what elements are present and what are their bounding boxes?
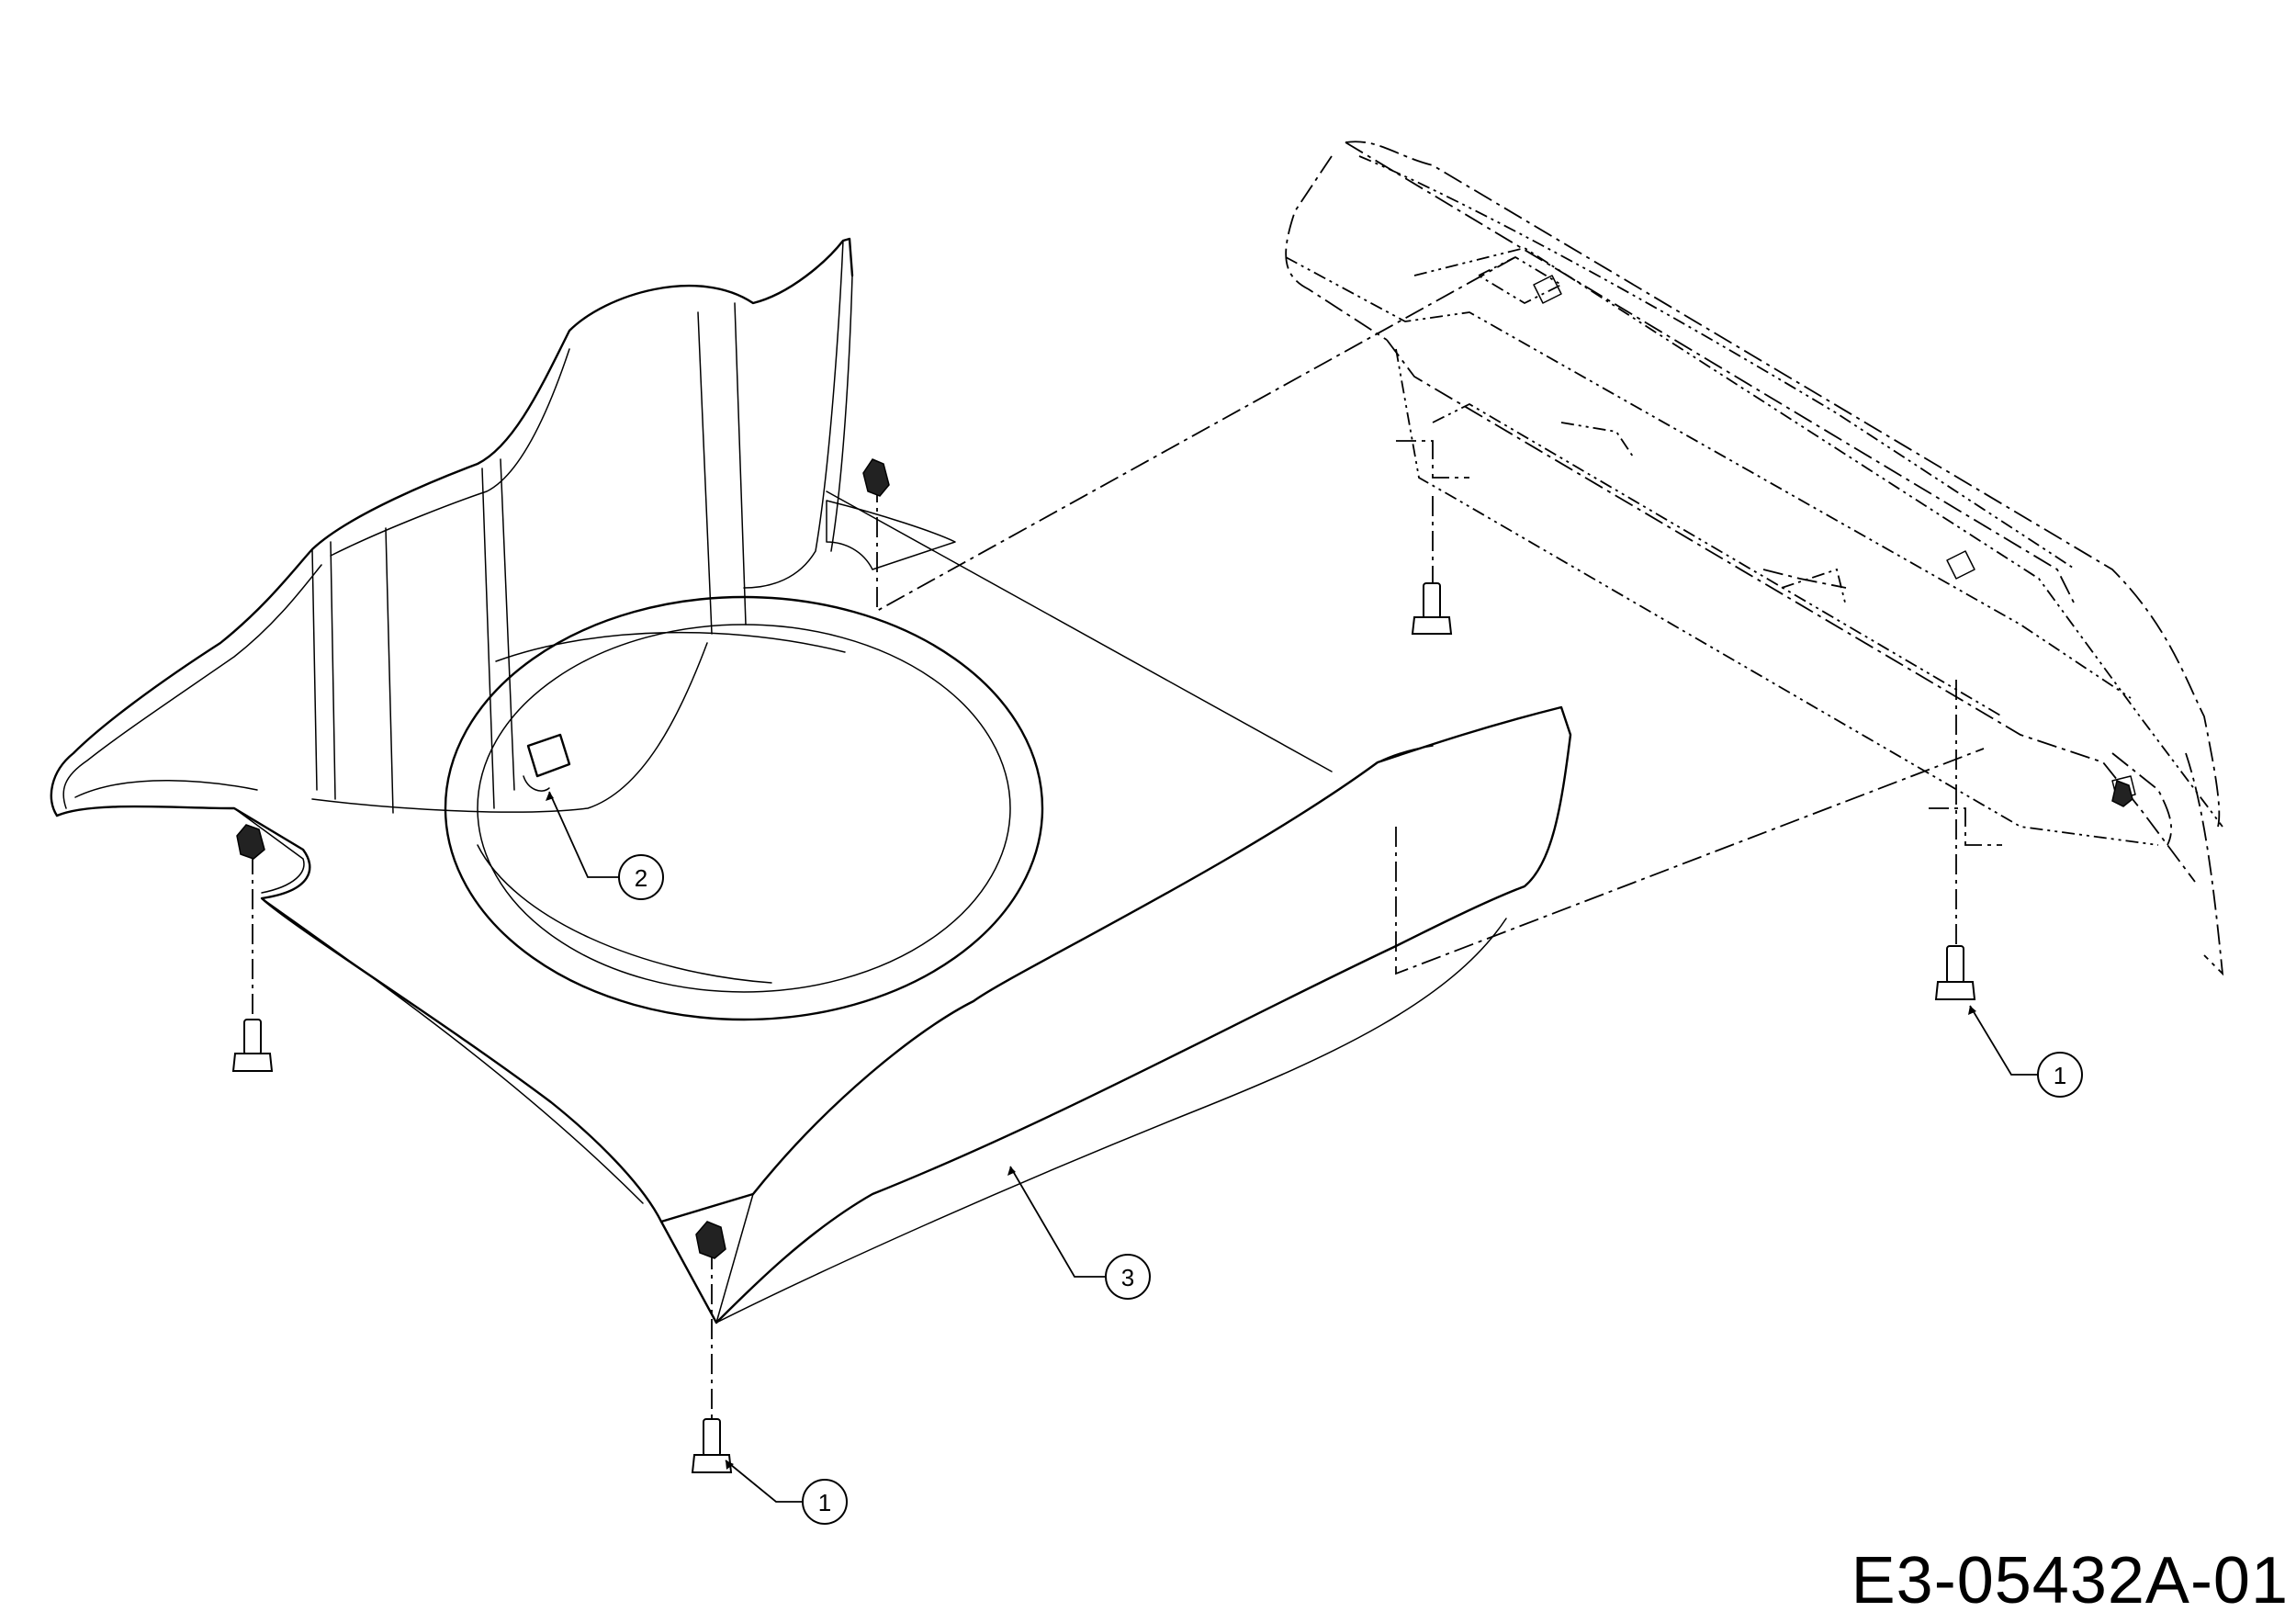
- nut-front: [695, 1221, 726, 1259]
- screw-top-middle: [1411, 582, 1453, 635]
- screw-front: [691, 1418, 733, 1473]
- leader-lines: [546, 791, 2039, 1503]
- deflector-housing: [50, 237, 1572, 1324]
- screw-left: [231, 1019, 274, 1072]
- callout-label: 1: [2054, 1062, 2066, 1089]
- nut-rear-right: [2111, 779, 2133, 807]
- callout-label: 3: [1121, 1264, 1134, 1291]
- callout-part-1-front: 1: [802, 1479, 848, 1525]
- screws: [231, 582, 1976, 1473]
- nut-back-center: [862, 458, 890, 497]
- callout-label: 1: [818, 1489, 831, 1516]
- insert-nuts: [236, 458, 2133, 1259]
- nut-left: [236, 824, 265, 860]
- callout-part-2: 2: [618, 854, 664, 900]
- callout-label: 2: [635, 864, 647, 892]
- callout-part-1-right: 1: [2037, 1052, 2083, 1098]
- drawing-code: E3-05432A-01: [1851, 1544, 2289, 1617]
- rear-cover: [1285, 141, 2224, 976]
- screw-right: [1934, 945, 1976, 1000]
- alignment-lines: [252, 256, 1985, 1419]
- callout-part-3: 3: [1105, 1254, 1151, 1300]
